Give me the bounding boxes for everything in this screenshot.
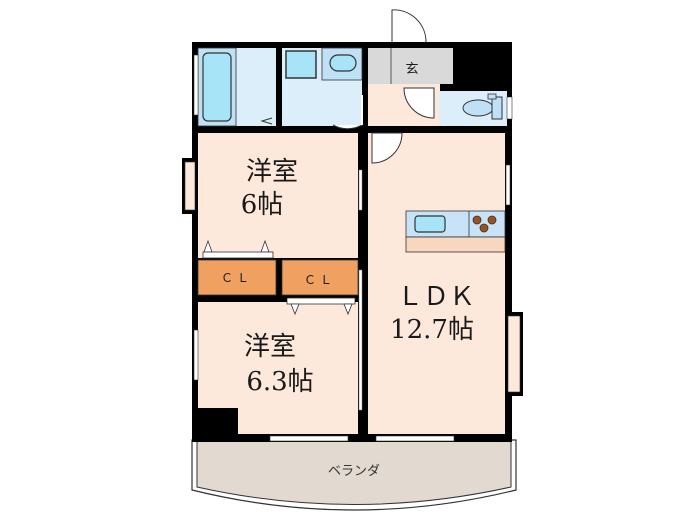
- washbasin-icon: [329, 54, 357, 72]
- veranda: ベランダ: [191, 439, 517, 511]
- door-swing-icon: [371, 132, 403, 164]
- room-2-size: 6.3帖: [246, 367, 313, 397]
- entrance-label: 玄: [405, 62, 418, 77]
- ldk-size: 12.7帖: [390, 315, 474, 345]
- stove-burner-icon: [479, 223, 489, 233]
- toilet-room: [439, 91, 507, 126]
- door-swing-icon: [332, 124, 363, 130]
- kitchen-sink-icon: [414, 215, 446, 233]
- entrance: 玄: [368, 9, 453, 126]
- room-2-name: 洋室: [244, 332, 296, 362]
- western-room-2: 洋室 6.3帖: [198, 297, 358, 438]
- closet-1-label: ＣＬ: [221, 271, 253, 285]
- ldk: ＬＤＫ 12.7帖: [368, 132, 506, 434]
- room-1-size: 6帖: [241, 190, 284, 220]
- closet-2-label: ＣＬ: [304, 273, 336, 287]
- windows: [182, 54, 523, 442]
- closet-2: ＣＬ: [281, 259, 359, 296]
- veranda-label: ベランダ: [328, 464, 380, 479]
- bathroom: [197, 47, 276, 127]
- toilet-icon: [462, 99, 494, 117]
- front-door-icon[interactable]: [391, 9, 427, 43]
- ldk-name: ＬＤＫ: [397, 282, 475, 312]
- door-swing-icon: [403, 87, 435, 119]
- washing-machine-icon: [285, 50, 317, 79]
- western-room-1: 洋室 6帖: [198, 133, 358, 259]
- washroom: [282, 47, 363, 130]
- closet-1: ＣＬ: [197, 259, 277, 296]
- room-1-name: 洋室: [246, 157, 298, 187]
- stove-burner-icon: [487, 215, 497, 225]
- stove-burner-icon: [472, 215, 482, 225]
- bathtub-icon: [202, 52, 232, 122]
